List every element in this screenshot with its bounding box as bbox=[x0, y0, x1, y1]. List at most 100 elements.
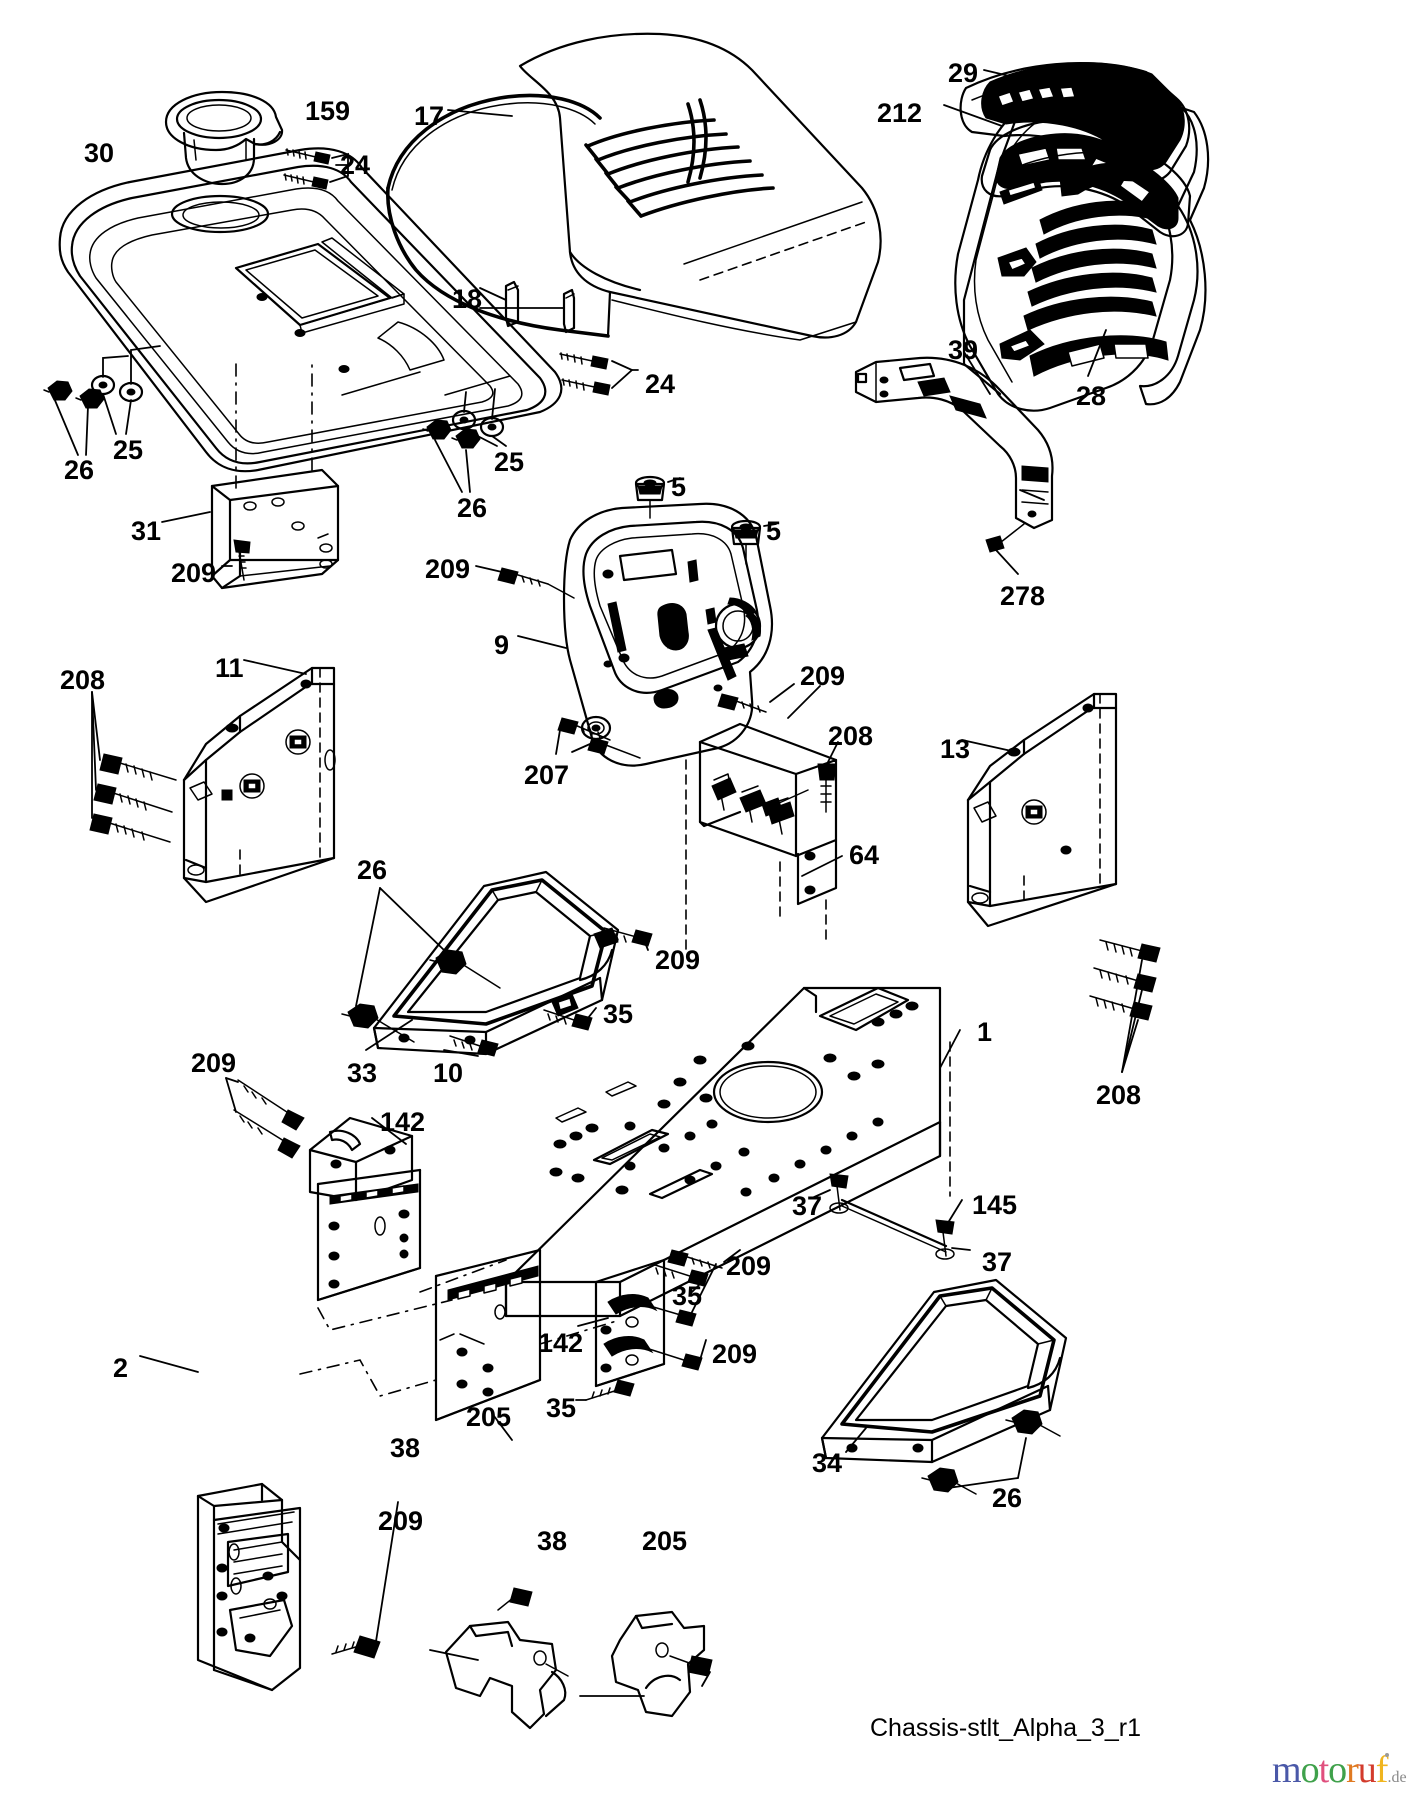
callout-34: 34 bbox=[812, 1448, 843, 1478]
callout-24-upper: 24 bbox=[340, 150, 371, 180]
callout-212: 212 bbox=[877, 98, 923, 128]
part-5-knob-right bbox=[730, 519, 777, 565]
callout-209-dash: 209 bbox=[425, 554, 471, 584]
hood-louvers bbox=[584, 98, 775, 218]
callout-25-left: 25 bbox=[113, 435, 144, 465]
part-11-left-plate bbox=[89, 659, 336, 904]
callout-142-lower: 142 bbox=[538, 1328, 584, 1358]
watermark-letter-6: f bbox=[1375, 1749, 1390, 1791]
part-17-hood bbox=[386, 32, 882, 341]
part-209-bolt-dash-left bbox=[475, 565, 575, 599]
callout-159: 159 bbox=[305, 96, 351, 126]
part-278-screw bbox=[985, 523, 1025, 575]
callout-209-dash-right: 209 bbox=[800, 661, 846, 691]
part-37-fastener-lower bbox=[935, 1219, 971, 1260]
part-25-26-fasteners-mid bbox=[422, 388, 507, 493]
callout-37-upper: 37 bbox=[792, 1191, 823, 1221]
part-26-nuts-left-footrest bbox=[341, 887, 501, 1043]
callout-29: 29 bbox=[948, 58, 979, 88]
callout-26-left: 26 bbox=[64, 455, 95, 485]
callout-26-pedal-right: 26 bbox=[992, 1483, 1023, 1513]
callout-209-frame-lower: 209 bbox=[712, 1339, 758, 1369]
callout-35-bottom: 35 bbox=[546, 1393, 577, 1423]
part-25-26-fasteners-left bbox=[43, 345, 161, 456]
part-5-knob-left bbox=[634, 475, 681, 519]
part-35-bolt-frame bbox=[651, 1263, 709, 1295]
callout-64: 64 bbox=[849, 840, 880, 870]
callout-2: 2 bbox=[113, 1353, 129, 1383]
callout-35-pedal: 35 bbox=[603, 999, 634, 1029]
part-208-bolts-left bbox=[89, 691, 177, 843]
part-28-grille bbox=[954, 106, 1210, 412]
callout-9: 9 bbox=[494, 630, 510, 660]
callout-11: 11 bbox=[215, 653, 244, 683]
part-37-fastener-upper bbox=[811, 1173, 849, 1214]
part-209-bolts-142-upper bbox=[225, 1077, 305, 1159]
part-142-bracket-lower bbox=[434, 1248, 717, 1422]
part-209-bolt-dash-right bbox=[717, 683, 795, 713]
callout-209-bottom: 209 bbox=[378, 1506, 424, 1536]
callout-145: 145 bbox=[972, 1190, 1018, 1220]
callout-18: 18 bbox=[452, 284, 483, 314]
callout-209-bracket: 209 bbox=[171, 558, 217, 588]
callout-207: 207 bbox=[524, 760, 570, 790]
part-209-bolt-right bbox=[761, 685, 821, 817]
part-205-latch-right bbox=[579, 1610, 713, 1718]
part-205-latch-left bbox=[429, 1415, 569, 1730]
part-208-bolt-center bbox=[817, 741, 839, 813]
callout-205-left: 205 bbox=[466, 1402, 512, 1432]
callout-208-right: 208 bbox=[1096, 1080, 1142, 1110]
watermark-letter-1: o bbox=[1300, 1749, 1320, 1791]
part-9-dash-panel bbox=[475, 475, 777, 767]
part-159-fuel-cap bbox=[164, 90, 284, 186]
part-35-bolt-bottom bbox=[575, 1379, 635, 1401]
callout-25-mid: 25 bbox=[494, 447, 525, 477]
part-33-footrest-left bbox=[341, 870, 653, 1057]
part-142-bracket-upper bbox=[225, 1077, 507, 1331]
callout-278: 278 bbox=[1000, 581, 1046, 611]
part-145-rod bbox=[667, 1173, 971, 1269]
callout-209-pedal: 209 bbox=[655, 945, 701, 975]
part-26-nuts-right-footrest bbox=[921, 1409, 1061, 1495]
callout-209-frame-upper: 209 bbox=[726, 1251, 772, 1281]
part-209-bolt-frame-upper bbox=[667, 1249, 741, 1269]
part-64-switch-bracket bbox=[685, 683, 843, 951]
motoruf-watermark: motoruf.de bbox=[1272, 1751, 1407, 1789]
callout-5-left: 5 bbox=[671, 472, 687, 502]
callout-39: 39 bbox=[948, 335, 979, 365]
callout-208-center: 208 bbox=[828, 721, 874, 751]
watermark-letter-3: o bbox=[1328, 1749, 1347, 1791]
part-10-bolt-footrest bbox=[443, 1035, 499, 1057]
part-39-support-bracket bbox=[854, 351, 1054, 575]
part-30-dash-cover bbox=[58, 147, 563, 473]
callout-37-lower: 37 bbox=[982, 1247, 1013, 1277]
part-34-footrest-right bbox=[820, 1278, 1068, 1495]
part-18-clips bbox=[479, 280, 576, 334]
watermark-letter-5: u bbox=[1357, 1749, 1377, 1791]
callout-33: 33 bbox=[347, 1058, 378, 1088]
part-35-bolt-footrest bbox=[543, 1007, 597, 1031]
callout-31: 31 bbox=[131, 516, 162, 546]
callout-30: 30 bbox=[84, 138, 115, 168]
part-1-main-frame bbox=[504, 986, 961, 1318]
part-209-bolt-bottom bbox=[331, 1501, 399, 1659]
part-209-bolt-footrest bbox=[603, 927, 653, 951]
diagram-title: Chassis-stlt_Alpha_3_r1 bbox=[870, 1714, 1141, 1742]
callout-35-frame: 35 bbox=[672, 1281, 703, 1311]
callout-205-right: 205 bbox=[642, 1526, 688, 1556]
callout-28: 28 bbox=[1076, 381, 1107, 411]
watermark-letter-2: t bbox=[1318, 1749, 1330, 1791]
callout-209-left-plate: 209 bbox=[191, 1048, 237, 1078]
watermark-suffix: .de bbox=[1387, 1769, 1407, 1786]
part-24-bolts-upper bbox=[283, 148, 349, 190]
callout-26-pedal-left: 26 bbox=[357, 855, 388, 885]
watermark-letter-4: r bbox=[1346, 1749, 1359, 1791]
callout-17: 17 bbox=[414, 101, 445, 131]
part-24-bolts-lower bbox=[559, 352, 639, 396]
part-207-bolts bbox=[555, 717, 641, 759]
callout-10: 10 bbox=[433, 1058, 464, 1088]
part-13-right-plate bbox=[961, 692, 1161, 1073]
watermark-letter-0: m bbox=[1272, 1749, 1302, 1791]
